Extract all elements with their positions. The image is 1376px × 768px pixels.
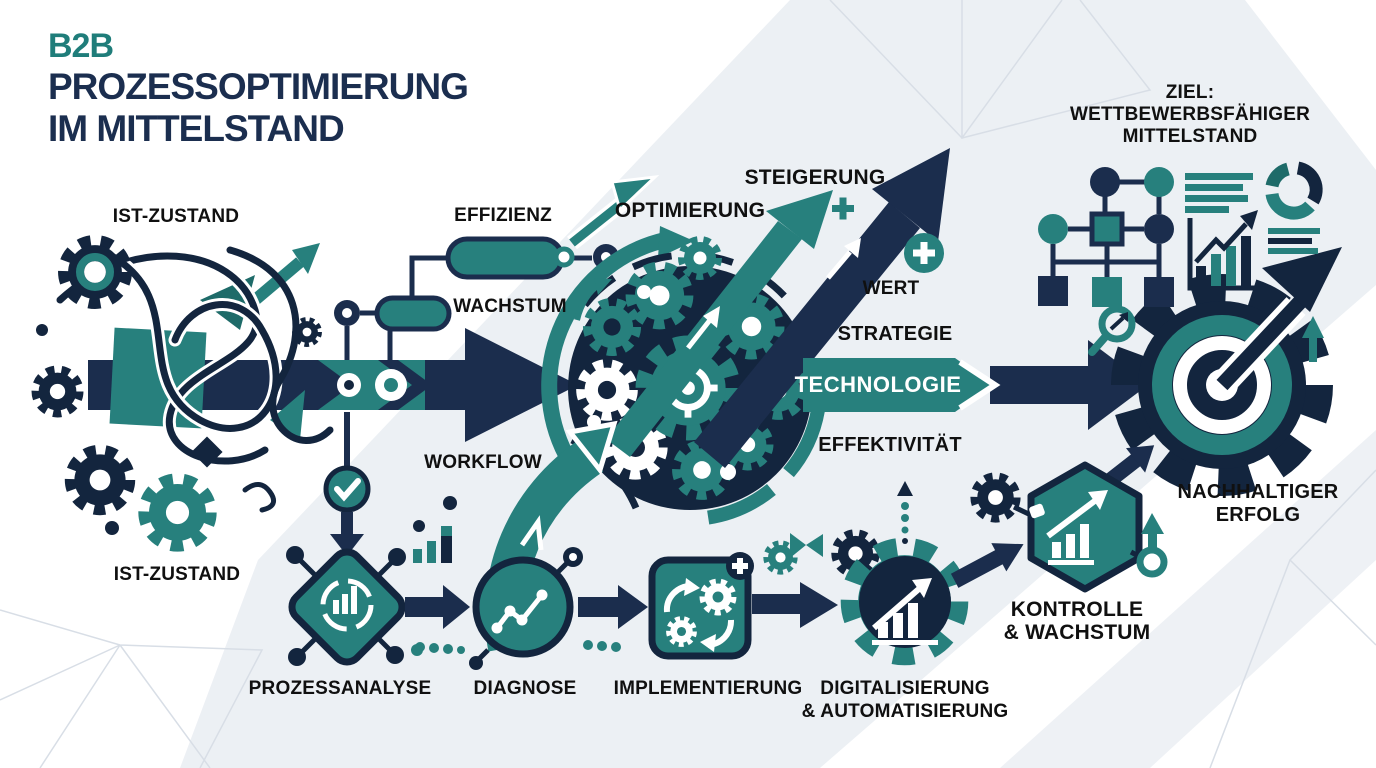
label-digitalisierung-1: DIGITALISIERUNG	[820, 678, 990, 699]
bar-chart-icon	[1187, 210, 1258, 291]
down-arrow-icon	[330, 512, 364, 556]
teal-growth-arrow-icon	[606, 190, 833, 457]
bowtie-icon	[790, 533, 823, 558]
label-workflow: WORKFLOW	[424, 452, 542, 473]
implementierung-icon	[648, 552, 754, 660]
label-effektivitaet: EFFEKTIVITÄT	[818, 434, 962, 456]
label-prozessanalyse: PROZESSANALYSE	[248, 678, 432, 699]
label-implementierung: IMPLEMENTIERUNG	[613, 678, 803, 699]
label-diagnose: DIAGNOSE	[473, 678, 577, 699]
digitalisierung-icon	[836, 534, 957, 654]
label-ziel-2: WETTBEWERBSFÄHIGER	[1069, 104, 1311, 125]
label-strategie: STRATEGIE	[837, 323, 953, 345]
label-kontrolle-1: KONTROLLE	[1010, 598, 1144, 621]
label-technologie: TECHNOLOGIE	[794, 372, 962, 397]
title-line: IM MITTELSTAND	[48, 108, 345, 149]
checkmark-icon	[323, 465, 371, 513]
summary-lines-icon	[1268, 228, 1320, 254]
dotted-up-arrow-icon	[897, 481, 913, 544]
page-title: B2B PROZESSOPTIMIERUNG IM MITTELSTAND	[48, 26, 469, 150]
goal-icons	[1038, 161, 1323, 307]
node-connector-path	[323, 236, 619, 556]
kontrolle-icon	[975, 445, 1168, 593]
prozessanalyse-icon	[286, 546, 423, 666]
plus-circle-icon	[904, 233, 944, 273]
label-ziel-1: ZIEL:	[1165, 82, 1215, 103]
small-teal-arrow-icon	[567, 174, 660, 250]
label-optimierung: OPTIMIERUNG	[614, 199, 766, 222]
report-lines-icon	[1185, 173, 1253, 213]
chaos-gear-icon	[65, 242, 125, 302]
flow-arrow-icon	[752, 582, 838, 628]
small-curl-arrow-icon	[574, 278, 612, 321]
mini-bars-icon	[413, 496, 457, 563]
diagnose-icon	[469, 547, 583, 670]
label-kontrolle-2: & WACHSTUM	[1003, 621, 1151, 644]
technologie-banner	[803, 340, 1148, 430]
navy-growth-arrow-icon	[694, 148, 950, 468]
label-ist-zustand-top: IST-ZUSTAND	[112, 206, 240, 227]
label-nachhaltiger-1: NACHHALTIGER	[1177, 481, 1339, 503]
magnifier-icon	[1088, 305, 1136, 356]
title-accent: B2B	[48, 27, 114, 65]
label-wachstum: WACHSTUM	[453, 296, 567, 317]
label-ist-zustand-bottom: IST-ZUSTAND	[113, 564, 241, 585]
needle-arrow-icon	[1212, 247, 1342, 394]
plus-icon	[832, 197, 854, 220]
label-effizienz: EFFIZIENZ	[454, 205, 552, 226]
label-digitalisierung-2: & AUTOMATISIERUNG	[801, 701, 1009, 722]
flow-arrow-icon	[465, 328, 578, 442]
dots-icon	[583, 640, 621, 652]
dots-icon	[415, 642, 465, 654]
label-steigerung: STEIGERUNG	[744, 166, 886, 189]
flow-arrow-icon	[405, 585, 470, 629]
bottom-flow	[286, 420, 1168, 670]
band-node-icon	[337, 369, 407, 401]
title-line: PROZESSOPTIMIERUNG	[48, 66, 469, 107]
chaos-gear-icon	[145, 480, 209, 544]
label-wert: WERT	[862, 278, 920, 299]
donut-chart-icon	[1265, 161, 1323, 220]
up-arrow-icon	[1302, 316, 1324, 362]
chaos-gear-icon	[71, 451, 129, 509]
label-nachhaltiger-2: ERFOLG	[1215, 504, 1301, 526]
chaos-gear-icon	[36, 370, 78, 412]
banner-arrow-icon	[1088, 340, 1148, 430]
effizienz-pill	[445, 236, 565, 280]
label-ziel-3: MITTELSTAND	[1122, 126, 1258, 147]
flow-arrow-up-icon	[950, 543, 1024, 588]
chaos-tangle-icon	[36, 242, 334, 545]
growth-arrows	[606, 148, 950, 468]
flow-arrow-icon	[578, 585, 648, 629]
wachstum-pill	[374, 295, 452, 332]
